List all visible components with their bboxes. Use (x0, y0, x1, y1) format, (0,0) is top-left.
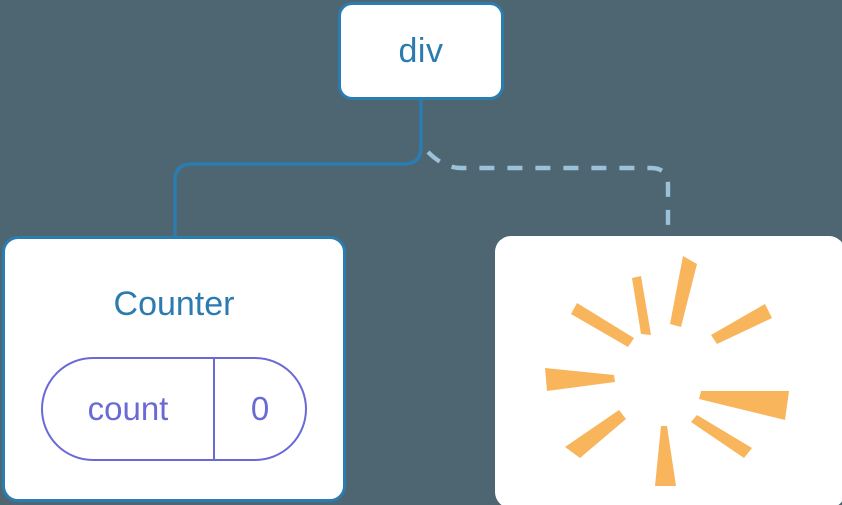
sparkle-ray-1 (670, 256, 697, 327)
sparkle-ray-3 (711, 304, 772, 344)
sparkle-burst-icon (545, 256, 789, 486)
state-value: 0 (250, 390, 270, 427)
component-title: Counter (113, 285, 235, 323)
sparkle-ray-5 (545, 368, 615, 391)
sparkle-ray-4 (571, 303, 634, 347)
node-counter[interactable]: Counter count 0 (2, 236, 346, 502)
state-pill-count[interactable]: count 0 (41, 357, 307, 461)
sparkle-ray-2 (632, 276, 651, 335)
edge-root-to-sparkle (426, 150, 671, 238)
edge-root-to-counter (173, 98, 423, 240)
node-sparkle-burst[interactable] (495, 236, 842, 505)
sparkle-ray-9 (655, 426, 676, 486)
node-div-label: div (398, 32, 444, 70)
sparkle-ray-6 (699, 391, 789, 420)
state-key: count (43, 359, 215, 459)
sparkle-ray-8 (691, 415, 752, 458)
node-div[interactable]: div (338, 2, 504, 100)
sparkle-ray-7 (565, 410, 626, 458)
